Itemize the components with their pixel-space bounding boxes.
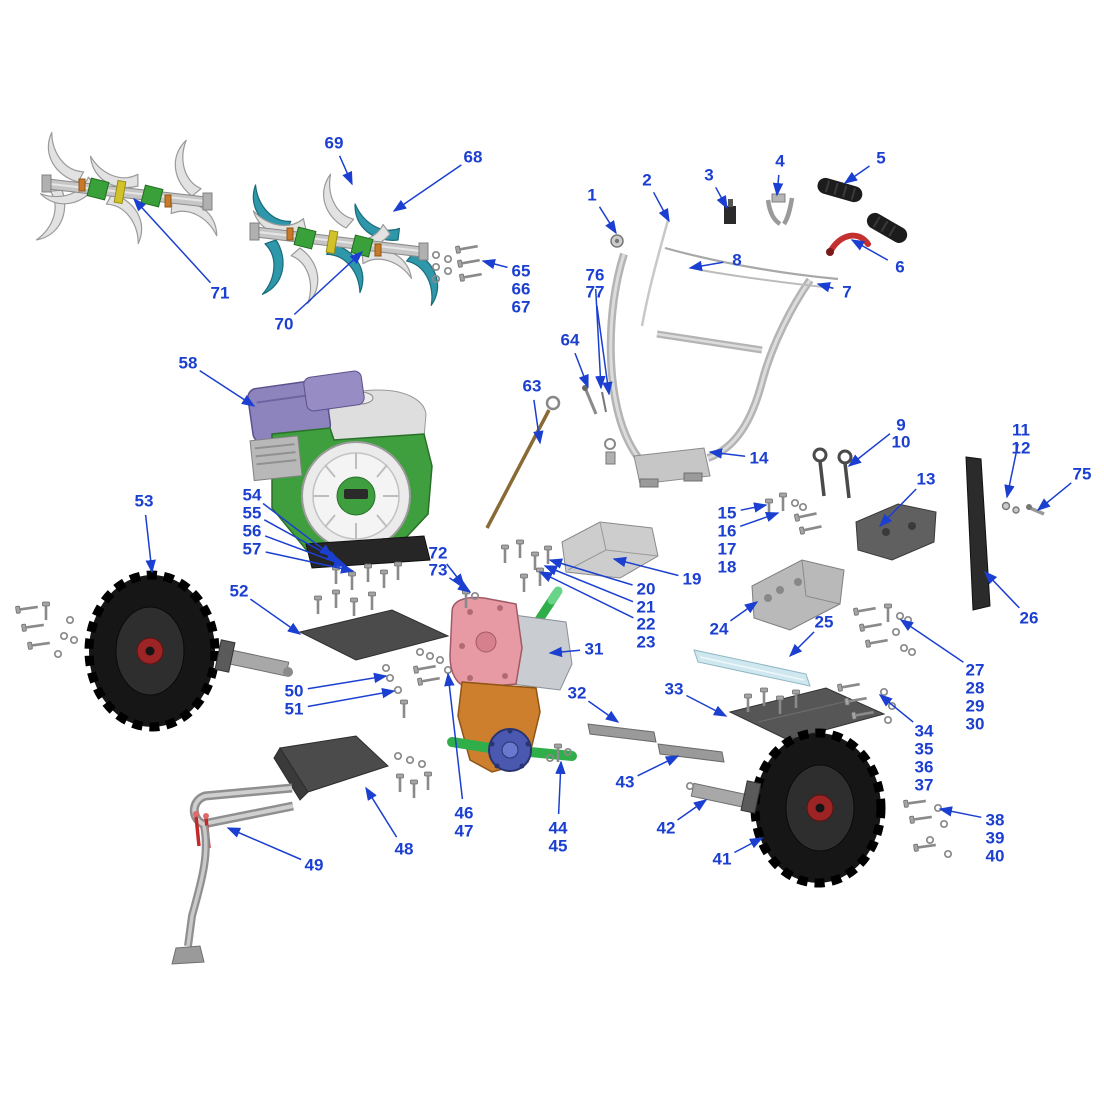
part-bolts-27-30	[852, 602, 917, 657]
part-plate-52	[298, 609, 450, 661]
part-eye-bolts	[812, 447, 853, 499]
part-stand	[171, 783, 294, 965]
part-bar-43	[657, 743, 725, 763]
part-pin-75	[1026, 504, 1045, 516]
part-axle-left	[214, 639, 409, 720]
part-dipstick	[485, 395, 561, 529]
part-bolts-46-47	[393, 647, 453, 800]
part-nut-ring	[610, 234, 624, 248]
part-throttle-cables	[640, 219, 839, 327]
part-bracket-13	[855, 503, 937, 561]
part-engine	[247, 370, 433, 569]
part-tiller-rotor-left	[28, 127, 226, 249]
part-rubber-strip-26	[965, 456, 991, 611]
part-bracket-19	[561, 521, 659, 579]
part-wheel-left	[84, 570, 220, 732]
part-lever-clamp	[765, 193, 795, 226]
part-tiller-rotor-right	[243, 171, 446, 309]
part-switch-bracket	[724, 199, 736, 224]
part-axle-right	[685, 780, 762, 814]
part-handlebar-frame	[606, 252, 814, 488]
part-handle-grips	[817, 177, 908, 243]
part-gearbox	[447, 586, 577, 773]
part-bolts-38-40	[902, 796, 953, 859]
part-wheel-right	[750, 728, 886, 888]
part-red-lever	[826, 232, 871, 256]
part-small-pins	[582, 385, 616, 465]
part-blade-bar-25	[693, 649, 811, 687]
part-bolts-15-18	[764, 491, 824, 536]
part-bar-32	[587, 723, 657, 743]
part-washers-11-12	[1001, 501, 1020, 514]
part-rotor-hardware	[431, 241, 484, 284]
part-wheel-left-hardware	[14, 600, 79, 659]
part-plate-48	[273, 735, 389, 801]
part-bracket-24	[751, 559, 845, 631]
part-bolts-above-52	[313, 588, 377, 618]
part-bolts-20-23	[500, 538, 553, 594]
